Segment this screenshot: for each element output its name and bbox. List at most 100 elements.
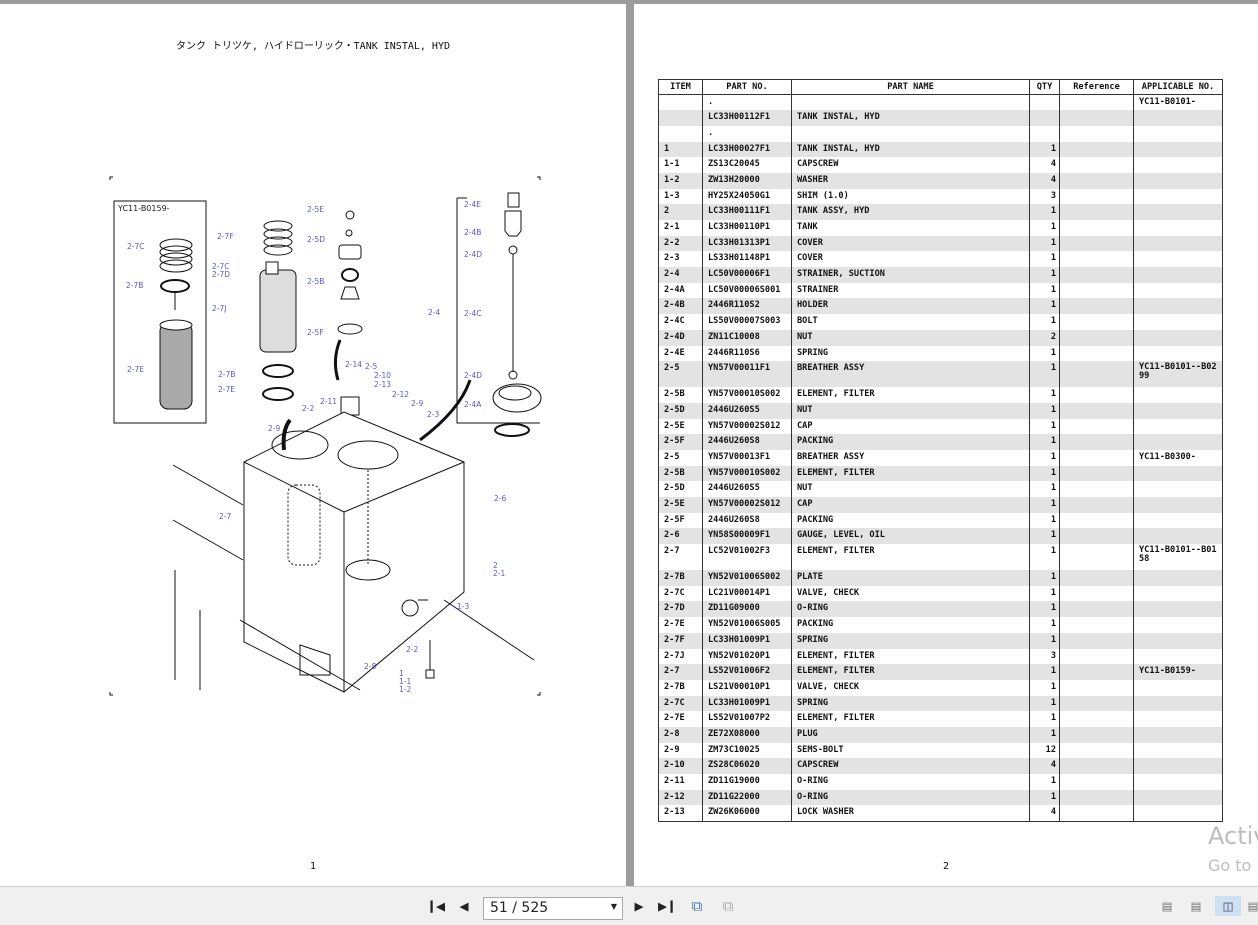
callout-2-7f: 2-7F bbox=[217, 232, 234, 241]
first-page-icon[interactable]: ❙◀ bbox=[426, 897, 446, 915]
cell-item: 2-5B bbox=[658, 465, 703, 482]
cell-reference bbox=[1059, 387, 1134, 403]
cell-item: 2-5D bbox=[658, 481, 703, 497]
cell-part-name: ELEMENT, FILTER bbox=[791, 465, 1030, 482]
last-page-icon[interactable]: ▶❙ bbox=[657, 897, 677, 915]
callout-2-7b-inset: 2-7B bbox=[126, 281, 144, 290]
cell-qty: 1 bbox=[1029, 267, 1060, 283]
previous-view-icon[interactable]: ⧉ bbox=[691, 897, 703, 915]
cell-reference bbox=[1059, 789, 1134, 806]
callout-2-2-lower: 2-2 bbox=[406, 645, 419, 654]
cell-reference bbox=[1059, 512, 1134, 529]
cell-reference bbox=[1059, 125, 1134, 142]
cell-qty: 1 bbox=[1029, 282, 1060, 299]
next-page-icon[interactable]: ▶ bbox=[634, 897, 644, 915]
cell-part-name: SHIM (1.0) bbox=[791, 188, 1030, 205]
cell-part-no: . bbox=[702, 125, 792, 142]
callout-2-4c: 2-4C bbox=[464, 309, 482, 318]
callout-2-2: 2-2 bbox=[302, 404, 315, 413]
callout-2: 2 bbox=[493, 561, 498, 570]
chevron-down-icon[interactable]: ▼ bbox=[610, 902, 617, 911]
cell-item: 2-5E bbox=[658, 497, 703, 513]
cell-item: 2-5B bbox=[658, 387, 703, 403]
cell-qty: 1 bbox=[1029, 345, 1060, 362]
cell-reference bbox=[1059, 204, 1134, 220]
cell-part-name: PACKING bbox=[791, 617, 1030, 633]
cell-item: 2-10 bbox=[658, 758, 703, 774]
cell-reference bbox=[1059, 648, 1134, 665]
cell-part-name: SPRING bbox=[791, 345, 1030, 362]
cell-reference bbox=[1059, 251, 1134, 268]
cell-applicable-no bbox=[1133, 345, 1223, 362]
cell-part-no: YN57V00013F1 bbox=[702, 449, 792, 466]
cell-qty: 1 bbox=[1029, 632, 1060, 649]
cell-part-no: ZW13H20000 bbox=[702, 172, 792, 189]
cell-item: 2-4 bbox=[658, 267, 703, 283]
cell-part-no: YN57V00011F1 bbox=[702, 361, 792, 388]
cell-part-no: LS33H01148P1 bbox=[702, 251, 792, 268]
cell-item: 2-7B bbox=[658, 679, 703, 696]
cell-qty: 3 bbox=[1029, 648, 1060, 665]
cell-item: 2-4A bbox=[658, 282, 703, 299]
cell-part-name: NUT bbox=[791, 481, 1030, 497]
cell-applicable-no bbox=[1133, 789, 1223, 806]
cell-part-no: LC50V00006S001 bbox=[702, 282, 792, 299]
cell-item bbox=[658, 110, 703, 126]
cell-part-no: 2446U260S8 bbox=[702, 512, 792, 529]
callout-2-4: 2-4 bbox=[428, 308, 441, 317]
cell-applicable-no bbox=[1133, 481, 1223, 497]
cell-applicable-no bbox=[1133, 282, 1223, 299]
table-row: .YC11-B0101- bbox=[658, 94, 1223, 111]
continuous-page-icon[interactable]: ▤ bbox=[1191, 897, 1201, 915]
cell-qty: 4 bbox=[1029, 805, 1060, 822]
cell-part-name: PACKING bbox=[791, 434, 1030, 450]
cell-applicable-no bbox=[1133, 695, 1223, 712]
cell-qty: 1 bbox=[1029, 512, 1060, 529]
cell-part-name: VALVE, CHECK bbox=[791, 585, 1030, 602]
cell-part-no: LC33H01009P1 bbox=[702, 695, 792, 712]
inset-applicable-label: YC11-B0159- bbox=[118, 204, 170, 213]
cell-qty: 3 bbox=[1029, 188, 1060, 205]
previous-page-icon[interactable]: ◀ bbox=[459, 897, 469, 915]
cell-qty: 1 bbox=[1029, 465, 1060, 482]
single-page-icon[interactable]: ▤ bbox=[1162, 897, 1172, 915]
column-header-applicable-no: APPLICABLE NO. bbox=[1133, 79, 1223, 95]
callout-1-2: 1-2 bbox=[399, 685, 412, 694]
cell-reference bbox=[1059, 402, 1134, 419]
callout-2-4d: 2-4D bbox=[464, 250, 483, 259]
cell-applicable-no bbox=[1133, 465, 1223, 482]
callout-2-5: 2-5 bbox=[365, 362, 378, 371]
page-title: タンク トリツケ, ハイドローリック・TANK INSTAL, HYD bbox=[176, 41, 450, 52]
cell-item: 1-2 bbox=[658, 172, 703, 189]
cell-qty bbox=[1029, 125, 1060, 142]
cell-part-name: ELEMENT, FILTER bbox=[791, 387, 1030, 403]
activation-watermark-subtitle: Go to bbox=[1208, 856, 1252, 875]
cell-applicable-no bbox=[1133, 632, 1223, 649]
two-page-icon[interactable]: ◫ bbox=[1215, 896, 1241, 916]
cell-part-name: BREATHER ASSY bbox=[791, 361, 1030, 388]
column-header-reference: Reference bbox=[1059, 79, 1134, 95]
cell-item: 1 bbox=[658, 141, 703, 158]
column-header-part-no: PART NO. bbox=[702, 79, 792, 95]
cell-applicable-no bbox=[1133, 774, 1223, 790]
cell-reference bbox=[1059, 188, 1134, 205]
cell-part-name: CAPSCREW bbox=[791, 157, 1030, 173]
cell-item: 2-7 bbox=[658, 664, 703, 680]
next-view-icon[interactable]: ⧉ bbox=[722, 897, 734, 915]
two-page-continuous-icon[interactable]: ▤ bbox=[1248, 897, 1258, 915]
page-number-select[interactable]: 51 / 525▼ bbox=[483, 897, 623, 920]
cell-qty: 1 bbox=[1029, 251, 1060, 268]
